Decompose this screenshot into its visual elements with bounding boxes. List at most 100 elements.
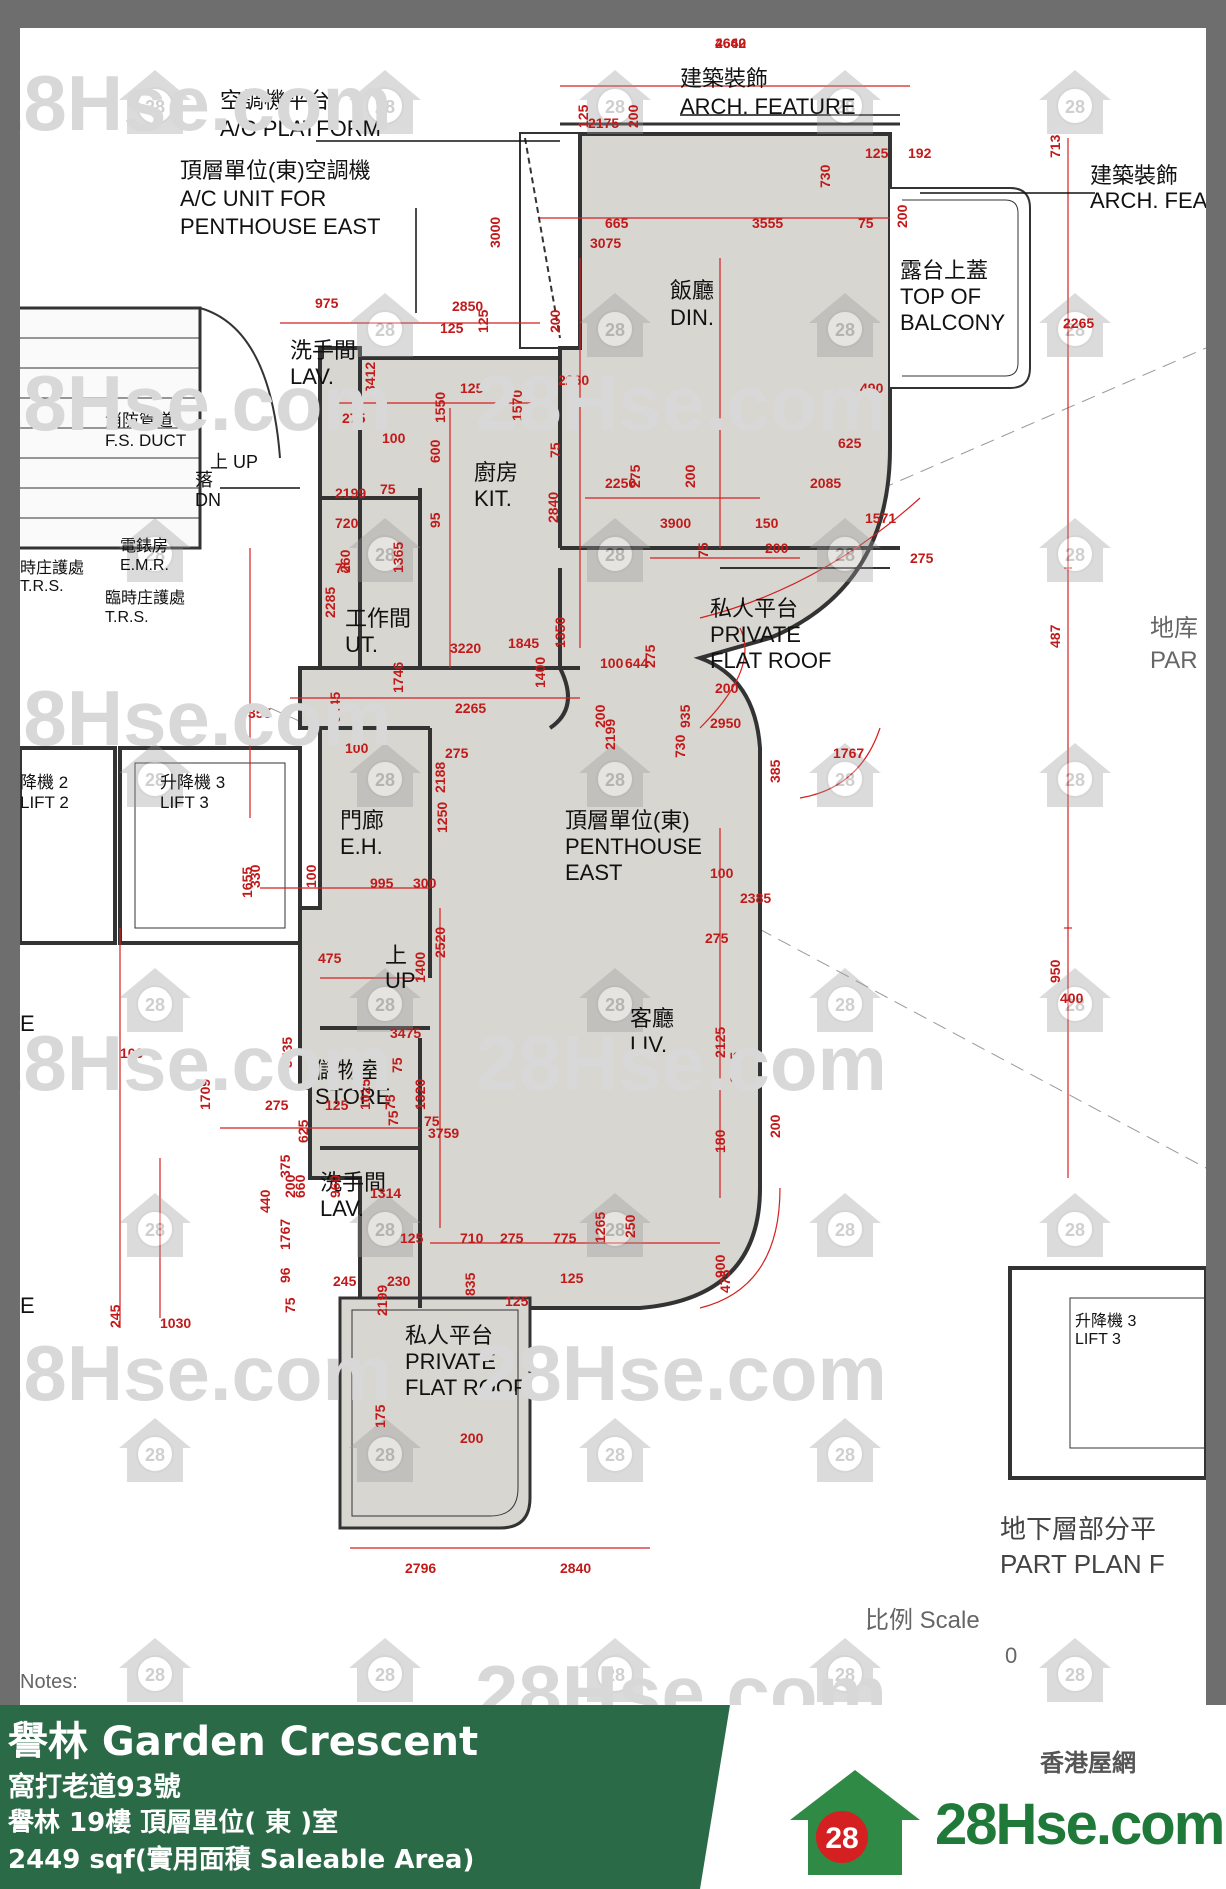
dimension-label: 3475 — [390, 1025, 421, 1041]
dimension-label: 75 — [389, 1057, 405, 1073]
watermark-badge-icon: 28 — [119, 743, 191, 807]
dimension-label: 2199 — [602, 719, 618, 750]
watermark-badge-icon: 28 — [349, 293, 421, 357]
dimension-label: 1314 — [370, 1185, 401, 1201]
watermark-badge-icon: 28 — [809, 518, 881, 582]
lift3b-cn: 升降機 3 — [1075, 1312, 1136, 1330]
part-plan-cn: 地下層部分平 — [1000, 1514, 1156, 1544]
watermark-badge-number: 28 — [605, 770, 625, 790]
dimension-label: 200 — [715, 680, 739, 696]
watermark-badge-icon: 28 — [579, 518, 651, 582]
ac-unit-en2: PENTHOUSE EAST — [180, 214, 380, 239]
dimension-label: 1571 — [865, 510, 896, 526]
din-cn: 飯廳 — [670, 278, 714, 303]
dimension-label: 125 — [325, 1097, 349, 1113]
scale-zero: 0 — [1005, 1643, 1017, 1668]
dimension-label: 250 — [622, 1214, 638, 1238]
watermark-badge-number: 28 — [605, 545, 625, 565]
dimension-label: 2199 — [335, 485, 366, 501]
flat-roof-bottom — [338, 1296, 532, 1530]
trs2-en: T.R.S. — [105, 609, 149, 626]
dimension-label: 3000 — [487, 217, 503, 248]
dimension-label: 3900 — [660, 515, 691, 531]
watermark-badge-number: 28 — [605, 97, 625, 117]
watermark-badge-number: 28 — [605, 1445, 625, 1465]
dimension-label: 95 — [427, 512, 443, 528]
dimension-label: 400 — [1060, 990, 1084, 1006]
dimension-label: 330 — [247, 864, 263, 888]
watermark-badge-icon: 28 — [119, 1638, 191, 1702]
dimension-label: 2188 — [432, 762, 448, 793]
watermark-badge-icon: 28 — [1039, 293, 1111, 357]
watermark-badge-icon: 28 — [1039, 1193, 1111, 1257]
dimension-label: 1030 — [160, 1315, 191, 1331]
watermark-badge-icon: 28 — [349, 1638, 421, 1702]
dimension-label: 475 — [318, 950, 342, 966]
dimension-label: 245 — [333, 1273, 357, 1289]
watermark-badge-number: 28 — [835, 1665, 855, 1685]
dimension-label: 75 — [695, 542, 711, 558]
penthouse-en2: EAST — [565, 860, 622, 885]
ut-cn: 工作間 — [345, 606, 411, 631]
dimension-label: 3759 — [428, 1125, 459, 1141]
dimension-label: 2125 — [712, 1027, 728, 1058]
dimension-label: 125 — [505, 1293, 529, 1309]
lift3b-en: LIFT 3 — [1075, 1331, 1121, 1348]
dimension-label: 100 — [710, 865, 734, 881]
watermark-badge-number: 28 — [835, 545, 855, 565]
dimension-label: 100 — [120, 1045, 144, 1061]
dimension-label: 180 — [712, 1129, 728, 1153]
watermark-badge-icon: 28 — [809, 293, 881, 357]
watermark-badge-icon: 28 — [349, 743, 421, 807]
dimension-label: 125 — [865, 145, 889, 161]
dimension-label: 713 — [1047, 134, 1063, 158]
watermark-badge-number: 28 — [375, 995, 395, 1015]
base-en: PAR — [1150, 647, 1198, 674]
dimension-label: 2840 — [560, 1560, 591, 1576]
watermark-badges: 28 28 28 28 28 28 28 28 28 28 28 28 28 28 28 28 28 28 28 28… — [119, 70, 1111, 1702]
watermark-badge-icon: 28 — [579, 743, 651, 807]
dimension-label: 125 — [575, 104, 591, 128]
up2-en: UP — [385, 968, 416, 993]
watermark-badge-number: 28 — [375, 97, 395, 117]
balcony-cn: 露台上蓋 — [900, 258, 988, 283]
trs2-cn: 臨時庄護處 — [105, 589, 185, 607]
watermark-badge-number: 28 — [835, 1220, 855, 1240]
dimension-label: 440 — [257, 1189, 273, 1213]
dimension-label: 1845 — [508, 635, 539, 651]
dimension-label: 96 — [277, 1267, 293, 1283]
watermark-badge-number: 28 — [375, 770, 395, 790]
penthouse-en1: PENTHOUSE — [565, 834, 702, 859]
watermark-badge-number: 28 — [835, 995, 855, 1015]
trs1-cn: 時庄護處 — [20, 559, 84, 577]
dimension-label: 1265 — [592, 1212, 608, 1243]
watermark-badge-icon: 28 — [1039, 968, 1111, 1032]
dimension-label: 200 — [460, 1430, 484, 1446]
watermark-badge-number: 28 — [375, 1220, 395, 1240]
watermark-badge-number: 28 — [375, 1445, 395, 1465]
notes-label: Notes: — [20, 1671, 78, 1693]
ac-unit-en1: A/C UNIT FOR — [180, 186, 326, 211]
dimension-label: 950 — [1047, 959, 1063, 983]
roof2-en1: PRIVATE — [405, 1349, 496, 1374]
dimension-label: 1550 — [432, 392, 448, 423]
dimension-label: 125 — [460, 380, 484, 396]
dimension-label: 75 — [335, 560, 351, 576]
dimension-label: 2840 — [545, 492, 561, 523]
dimension-label: 660 — [292, 1174, 308, 1198]
dimension-label: 200 — [547, 309, 563, 333]
watermark-badge-icon: 28 — [119, 518, 191, 582]
watermark-badge-number: 28 — [1065, 770, 1085, 790]
dimension-label: 275 — [342, 410, 366, 426]
lav2-cn: 洗手間 — [320, 1170, 386, 1195]
dimension-label: 375 — [277, 1154, 293, 1178]
roof1-en2: FLAT ROOF — [710, 648, 831, 673]
watermark-badge-number: 28 — [145, 97, 165, 117]
watermark-badge-number: 28 — [835, 320, 855, 340]
dimension-label: 125 — [440, 320, 464, 336]
balcony-en1: TOP OF — [900, 284, 981, 309]
dimension-label: 200 — [625, 104, 641, 128]
watermark-badge-icon: 28 — [809, 1193, 881, 1257]
dimension-label: 75 — [382, 1094, 398, 1110]
store-cn: 儲物室 — [315, 1058, 381, 1083]
